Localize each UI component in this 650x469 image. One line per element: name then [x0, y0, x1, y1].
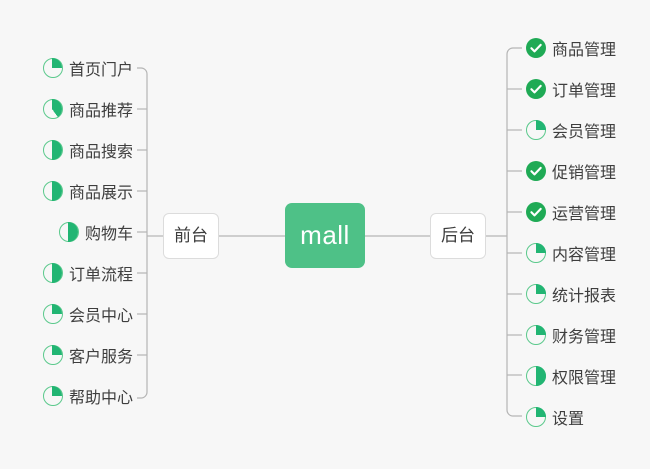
pie-progress-wedge [525, 283, 546, 304]
pie-progress-wedge [525, 324, 546, 345]
pie-progress-icon [525, 119, 546, 140]
leaf-item-label: 商品展示 [68, 185, 133, 202]
pie-progress-icon [58, 221, 79, 242]
leaf-item-left-2[interactable]: 商品搜索 [42, 137, 133, 163]
pie-progress-wedge [42, 180, 63, 201]
leaf-item-label: 订单管理 [552, 83, 617, 100]
leaf-item-left-6[interactable]: 会员中心 [42, 301, 133, 327]
pie-progress-wedge [525, 406, 546, 427]
leaf-item-right-9[interactable]: 设置 [525, 404, 585, 430]
pie-progress-icon [525, 324, 546, 345]
leaf-item-label: 内容管理 [552, 247, 617, 264]
leaf-item-right-2[interactable]: 会员管理 [525, 117, 617, 143]
branch-node-frontend-label: 前台 [174, 226, 208, 245]
pie-progress-icon [42, 139, 63, 160]
pie-progress-wedge [42, 57, 63, 78]
leaf-item-label: 购物车 [84, 226, 133, 243]
pie-progress-wedge [58, 221, 79, 242]
pie-progress-wedge [42, 303, 63, 324]
leaf-item-left-7[interactable]: 客户服务 [42, 342, 133, 368]
leaf-item-label: 设置 [552, 411, 585, 428]
leaf-item-label: 商品搜索 [68, 144, 133, 161]
pie-progress-icon [42, 262, 63, 283]
pie-progress-icon [42, 98, 63, 119]
branch-node-backend-label: 后台 [441, 226, 475, 245]
pie-progress-icon [525, 242, 546, 263]
pie-progress-icon [525, 283, 546, 304]
leaf-item-label: 订单流程 [68, 267, 133, 284]
leaf-item-left-3[interactable]: 商品展示 [42, 178, 133, 204]
left-spine [137, 67, 148, 399]
leaf-item-label: 运营管理 [552, 206, 617, 223]
pie-progress-icon [42, 303, 63, 324]
pie-progress-wedge [42, 262, 63, 283]
leaf-item-right-4[interactable]: 运营管理 [526, 199, 616, 225]
pie-progress-wedge [42, 385, 63, 406]
leaf-item-label: 统计报表 [552, 288, 617, 305]
leaf-item-left-4[interactable]: 购物车 [58, 219, 133, 245]
pie-progress-icon [525, 365, 546, 386]
pie-progress-icon [42, 180, 63, 201]
check-circle-icon [526, 38, 546, 58]
pie-progress-wedge [42, 139, 63, 160]
pie-progress-wedge [525, 365, 546, 386]
root-node[interactable]: mall [285, 203, 365, 268]
root-node-label: mall [300, 220, 350, 250]
leaf-item-right-3[interactable]: 促销管理 [526, 158, 616, 184]
leaf-item-label: 促销管理 [552, 165, 617, 182]
branch-node-backend[interactable]: 后台 [430, 213, 486, 259]
pie-progress-wedge [42, 98, 63, 119]
leaf-item-label: 权限管理 [552, 370, 617, 387]
leaf-item-label: 商品管理 [552, 42, 617, 59]
pie-progress-wedge [42, 344, 63, 365]
check-circle-icon [526, 79, 546, 99]
pie-progress-icon [42, 57, 63, 78]
check-circle-icon [526, 202, 546, 222]
pie-progress-wedge [525, 119, 546, 140]
leaf-item-right-1[interactable]: 订单管理 [526, 76, 616, 102]
leaf-item-left-5[interactable]: 订单流程 [42, 260, 133, 286]
pie-progress-icon [42, 344, 63, 365]
leaf-item-label: 帮助中心 [68, 390, 133, 407]
leaf-item-left-8[interactable]: 帮助中心 [42, 383, 133, 409]
pie-progress-wedge [525, 242, 546, 263]
right-spine [506, 47, 522, 417]
pie-progress-icon [42, 385, 63, 406]
leaf-item-label: 客户服务 [68, 349, 133, 366]
leaf-item-right-5[interactable]: 内容管理 [525, 240, 617, 266]
leaf-item-label: 首页门户 [68, 62, 133, 79]
leaf-item-right-7[interactable]: 财务管理 [525, 322, 617, 348]
branch-node-frontend[interactable]: 前台 [163, 213, 219, 259]
leaf-item-right-0[interactable]: 商品管理 [526, 35, 616, 61]
left-leaf-stubs [137, 108, 147, 356]
pie-progress-icon [525, 406, 546, 427]
leaf-item-right-8[interactable]: 权限管理 [525, 363, 617, 389]
leaf-item-label: 商品推荐 [68, 103, 133, 120]
right-leaf-stubs [507, 88, 522, 376]
leaf-item-label: 财务管理 [552, 329, 617, 346]
leaf-item-left-0[interactable]: 首页门户 [42, 55, 133, 81]
leaf-item-label: 会员管理 [552, 124, 617, 141]
leaf-item-left-1[interactable]: 商品推荐 [42, 96, 133, 122]
leaf-item-right-6[interactable]: 统计报表 [525, 281, 617, 307]
leaf-item-label: 会员中心 [68, 308, 133, 325]
check-circle-icon [526, 161, 546, 181]
